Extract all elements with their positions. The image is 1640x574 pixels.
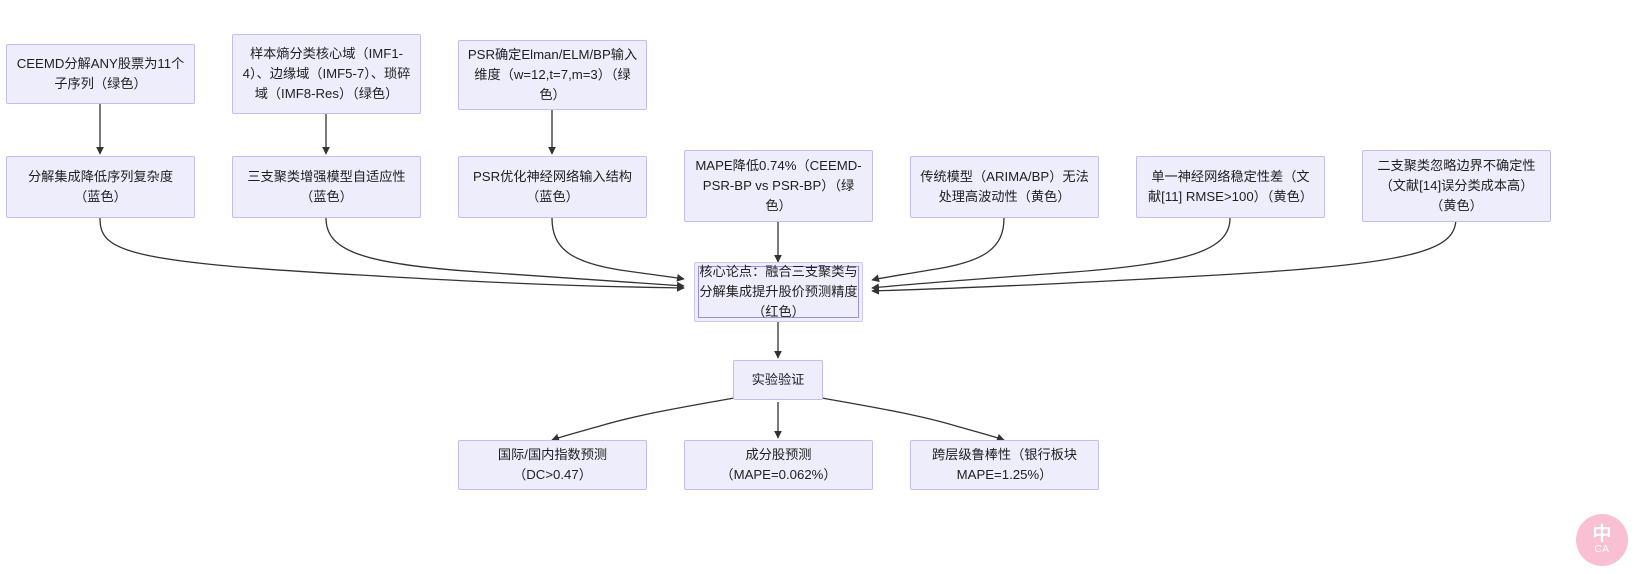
edge-support3-core [551, 217, 685, 282]
node-result-cross-level-robustness[interactable]: 跨层级鲁棒性（银行板块MAPE=1.25%） [910, 440, 1099, 490]
node-core-thesis-inner: 核心论点：融合三支聚类与分解集成提升股价预测精度（红色） [698, 264, 859, 319]
node-experiment-validation[interactable]: 实验验证 [733, 360, 823, 400]
node-result-index-forecast[interactable]: 国际/国内指数预测（DC>0.47） [458, 440, 647, 490]
watermark-character: 中 [1592, 523, 1612, 545]
node-result-constituent-stock[interactable]: 成分股预测（MAPE=0.062%） [684, 440, 873, 490]
edge-experiment-result1 [551, 397, 735, 442]
node-support-psr-structure-label: PSR优化神经网络输入结构（蓝色） [473, 169, 632, 204]
node-evidence-mape-label: MAPE降低0.74%（CEEMD-PSR-BP vs PSR-BP）（绿色） [695, 158, 862, 213]
node-experiment-validation-label: 实验验证 [751, 372, 805, 387]
node-premise-sample-entropy-label: 样本熵分类核心域（IMF1-4）、边缘域（IMF5-7）、琐碎域（IMF8-Re… [242, 46, 411, 101]
edge-experiment-result3 [821, 397, 1005, 442]
node-support-three-way-clustering[interactable]: 三支聚类增强模型自适应性（蓝色） [232, 156, 421, 218]
node-core-thesis-label: 核心论点：融合三支聚类与分解集成提升股价预测精度（红色） [699, 264, 858, 319]
edge-gap1-core [871, 217, 1005, 283]
node-premise-psr[interactable]: PSR确定Elman/ELM/BP输入维度（w=12,t=7,m=3）（绿色） [458, 40, 647, 110]
node-result-constituent-stock-label: 成分股预测（MAPE=0.062%） [720, 447, 837, 482]
node-gap-traditional-models[interactable]: 传统模型（ARIMA/BP）无法处理高波动性（黄色） [910, 156, 1099, 218]
node-core-thesis[interactable]: 核心论点：融合三支聚类与分解集成提升股价预测精度（红色） [694, 262, 863, 322]
node-support-decomposition-label: 分解集成降低序列复杂度（蓝色） [27, 169, 174, 204]
node-support-psr-structure[interactable]: PSR优化神经网络输入结构（蓝色） [458, 156, 647, 218]
node-support-three-way-clustering-label: 三支聚类增强模型自适应性（蓝色） [247, 169, 406, 204]
edge-support1-core [99, 217, 685, 292]
node-gap-traditional-models-label: 传统模型（ARIMA/BP）无法处理高波动性（黄色） [920, 169, 1089, 204]
node-evidence-mape[interactable]: MAPE降低0.74%（CEEMD-PSR-BP vs PSR-BP）（绿色） [684, 150, 873, 222]
node-premise-ceemd[interactable]: CEEMD分解ANY股票为11个子序列（绿色） [6, 44, 195, 104]
node-gap-two-way-clustering[interactable]: 二支聚类忽略边界不确定性（文献[14]误分类成本高）（黄色） [1362, 150, 1551, 222]
node-support-decomposition[interactable]: 分解集成降低序列复杂度（蓝色） [6, 156, 195, 218]
watermark-subtext: CA [1594, 543, 1610, 555]
node-result-index-forecast-label: 国际/国内指数预测（DC>0.47） [497, 447, 608, 482]
node-gap-two-way-clustering-label: 二支聚类忽略边界不确定性（文献[14]误分类成本高）（黄色） [1377, 158, 1536, 213]
node-gap-single-network[interactable]: 单一神经网络稳定性差（文献[11] RMSE>100）（黄色） [1136, 156, 1325, 218]
node-premise-sample-entropy[interactable]: 样本熵分类核心域（IMF1-4）、边缘域（IMF5-7）、琐碎域（IMF8-Re… [232, 34, 421, 114]
node-gap-single-network-label: 单一神经网络稳定性差（文献[11] RMSE>100）（黄色） [1147, 169, 1313, 204]
edge-gap3-core [871, 217, 1457, 295]
edge-support2-core [325, 217, 685, 290]
node-result-cross-level-robustness-label: 跨层级鲁棒性（银行板块MAPE=1.25%） [931, 447, 1078, 482]
node-premise-psr-label: PSR确定Elman/ELM/BP输入维度（w=12,t=7,m=3）（绿色） [467, 47, 638, 102]
edge-gap2-core [871, 217, 1231, 292]
node-premise-ceemd-label: CEEMD分解ANY股票为11个子序列（绿色） [16, 56, 185, 91]
watermark-badge: 中 CA [1576, 514, 1628, 566]
